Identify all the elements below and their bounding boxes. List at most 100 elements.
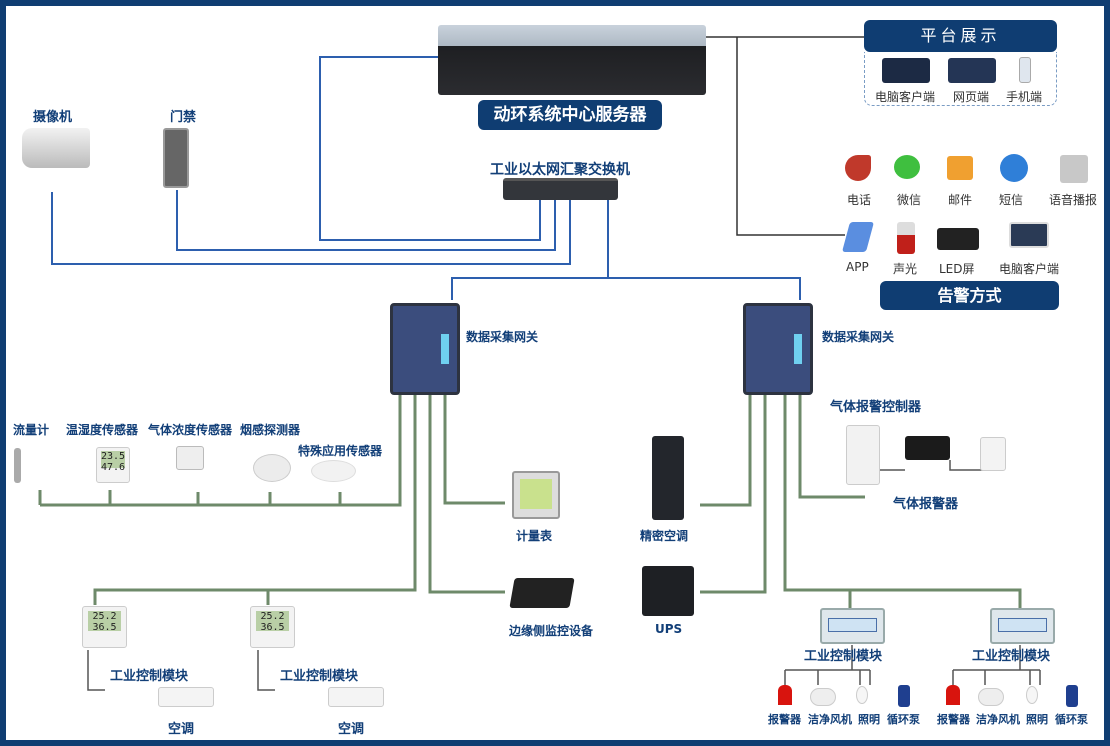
ups-label: UPS	[655, 622, 683, 636]
device-label: 照明	[858, 713, 880, 726]
alarm-method: LED屏	[939, 262, 975, 276]
sensor-label: 气体浓度传感器	[148, 423, 233, 437]
alarm-method: 语音播报	[1049, 193, 1098, 207]
alarm-method: APP	[846, 260, 869, 274]
platform-item: 电脑客户端	[875, 90, 936, 104]
alarm-method: 短信	[999, 193, 1024, 207]
flowmeter-image	[14, 448, 21, 483]
edge-label: 边缘侧监控设备	[509, 624, 594, 638]
temp-readout: 25.2	[260, 611, 285, 622]
gateway-label: 数据采集网关	[822, 330, 895, 344]
ac-label: 空调	[338, 722, 365, 737]
ac-image	[328, 687, 384, 707]
light-bulb-icon	[1026, 686, 1038, 704]
device-label: 报警器	[768, 713, 801, 726]
monitor-icon	[1009, 222, 1049, 248]
precision-ac-image	[652, 436, 684, 520]
wire-switch-gateway1	[451, 200, 609, 300]
server-image	[438, 25, 706, 95]
light-bulb-icon	[856, 686, 868, 704]
wire-switch-gateway2	[608, 277, 801, 300]
pump-icon	[1066, 685, 1078, 707]
pc-client-thumbnail	[882, 58, 930, 83]
wire-precision-ac	[700, 395, 752, 507]
server-label: 动环系统中心服务器	[478, 100, 662, 130]
gas-sensor-image	[176, 446, 204, 470]
alarm-method: 邮件	[948, 193, 973, 207]
platform-item: 手机端	[1006, 90, 1043, 104]
device-label: 循环泵	[887, 713, 920, 726]
door-access-image	[163, 128, 189, 188]
wire-edge	[428, 395, 505, 594]
ac-label: 空调	[168, 722, 195, 737]
camera-label: 摄像机	[33, 110, 73, 125]
temp-readout: 25.2	[92, 611, 117, 622]
smoke-detector-image	[253, 454, 291, 482]
gateway-1	[390, 303, 460, 395]
device-label: 循环泵	[1055, 713, 1088, 726]
device-label: 洁净风机	[976, 713, 1020, 726]
alarm-method: 微信	[897, 193, 922, 207]
fan-icon	[810, 688, 836, 706]
switch-image	[503, 178, 618, 200]
module-label: 工业控制模块	[972, 649, 1051, 664]
mobile-thumbnail	[1019, 57, 1031, 83]
door-label: 门禁	[170, 110, 197, 125]
gas-detector-image	[980, 437, 1006, 471]
wire-ups	[700, 395, 767, 594]
ups-image	[642, 566, 694, 616]
gas-controller-label: 气体报警控制器	[830, 400, 922, 415]
gateway-2	[743, 303, 813, 395]
gas-alarm-label: 气体报警器	[893, 497, 959, 512]
control-module-3	[820, 608, 885, 644]
device-label: 洁净风机	[808, 713, 852, 726]
alarm-method: 声光	[893, 262, 918, 276]
hum-readout: 36.5	[92, 622, 117, 633]
platform-title: 平台展示	[864, 20, 1057, 52]
sensor-label: 烟感探测器	[240, 423, 301, 437]
wire-server-switch	[319, 56, 541, 241]
web-thumbnail	[948, 58, 996, 83]
wire-gas	[798, 395, 865, 499]
wire-switch-camera	[51, 192, 571, 265]
ac-image	[158, 687, 214, 707]
platform-item: 网页端	[953, 90, 990, 104]
wire-meter	[443, 395, 505, 505]
gas-controller-image	[846, 425, 880, 485]
special-sensor-image	[311, 460, 356, 482]
hum-readout: 36.5	[260, 622, 285, 633]
gas-alarm-box-image	[905, 436, 950, 460]
device-label: 报警器	[937, 713, 970, 726]
alarm-title: 告警方式	[880, 281, 1059, 310]
device-label: 照明	[1026, 713, 1048, 726]
temp-readout: 23.5	[100, 451, 126, 463]
wire-server-alarm	[736, 37, 845, 236]
fan-icon	[978, 688, 1004, 706]
sms-icon	[1000, 154, 1028, 182]
wire-right-modules	[783, 395, 1022, 608]
alarm-light-icon	[778, 685, 792, 705]
mail-icon	[947, 156, 973, 180]
precision-ac-label: 精密空调	[640, 529, 689, 543]
platform-box	[864, 52, 1057, 106]
speaker-icon	[1060, 155, 1088, 183]
switch-label: 工业以太网汇聚交换机	[490, 162, 630, 178]
gateway-label: 数据采集网关	[466, 330, 539, 344]
sensor-label: 温湿度传感器	[66, 423, 139, 437]
sensor-label: 特殊应用传感器	[298, 444, 383, 458]
phone-icon	[845, 155, 871, 181]
edge-device-image	[509, 578, 575, 608]
wechat-icon	[894, 155, 920, 179]
alarm-method: 电脑客户端	[999, 262, 1060, 276]
wire-sensor-bus	[40, 395, 402, 507]
sensor-label: 流量计	[13, 423, 50, 437]
siren-icon	[897, 222, 915, 254]
control-module-4	[990, 608, 1055, 644]
hum-readout: 47.6	[100, 462, 126, 474]
meter-image	[512, 471, 560, 519]
wire-left-modules	[93, 395, 417, 605]
